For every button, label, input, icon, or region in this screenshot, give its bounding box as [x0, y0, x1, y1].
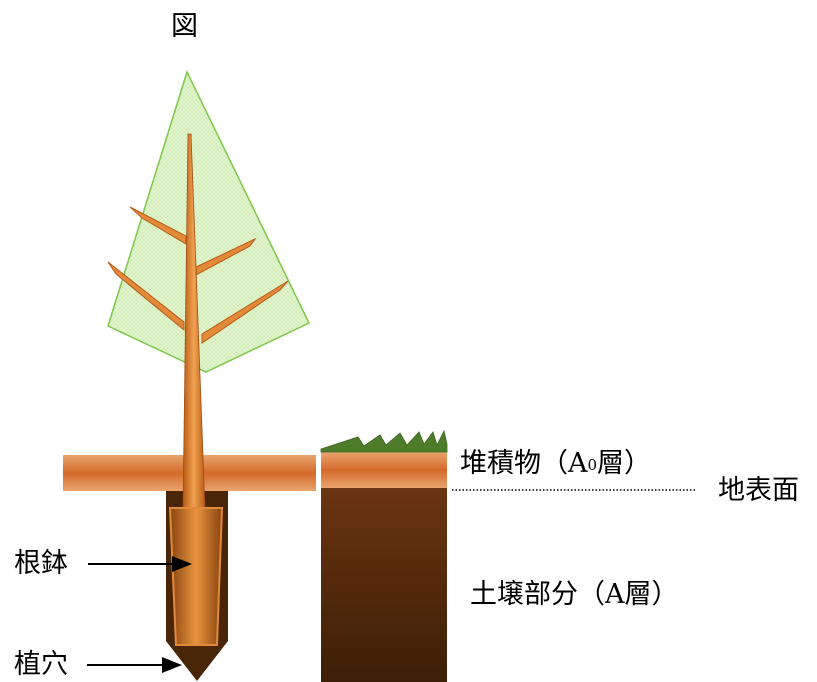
tree-canopy [107, 69, 311, 373]
label-litter-subscript: 0 [587, 456, 598, 474]
label-planting-hole: 植穴 [14, 649, 68, 680]
root-ball [168, 507, 224, 646]
tree-branches [107, 206, 289, 344]
figure-title: 図 [171, 11, 198, 42]
grass [320, 429, 448, 453]
soil-column [321, 488, 447, 682]
label-root-ball: 根鉢 [14, 548, 68, 579]
label-litter-text: 堆積物（A [460, 448, 588, 479]
label-litter-layer: 堆積物（A0層） [460, 450, 651, 477]
label-litter-suffix: 層） [597, 448, 652, 479]
label-soil: 土壌部分（A層） [470, 579, 679, 610]
label-ground-surface: 地表面 [718, 475, 799, 506]
litter-layer [321, 452, 447, 488]
